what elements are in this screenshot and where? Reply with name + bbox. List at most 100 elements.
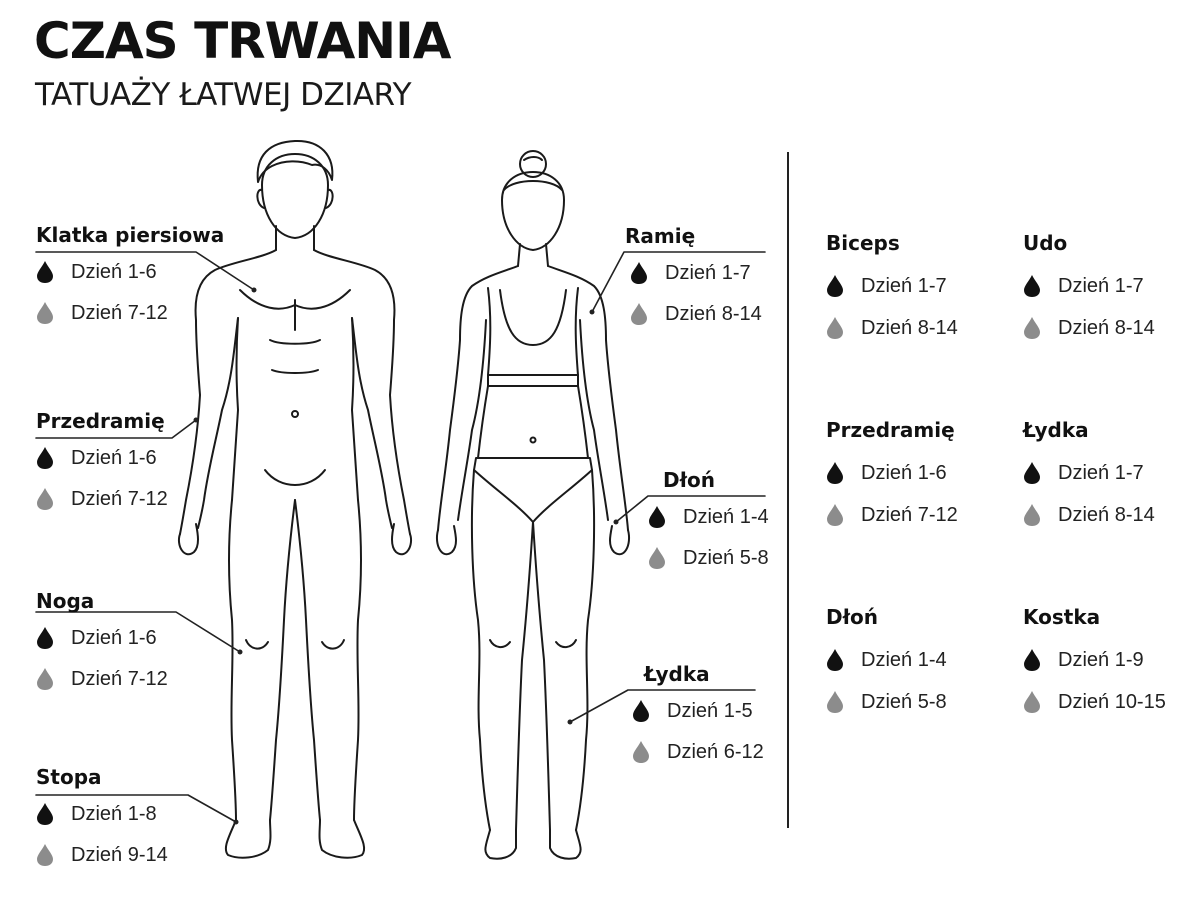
panel-item-dlon: Dłoń Dzień 1-4 Dzień 5-8 [826,605,947,715]
callout-label: Ramię [625,224,696,248]
duration-text: Dzień 1-5 [667,699,753,722]
duration-dark: Dzień 1-9 [1023,647,1166,673]
duration-text: Dzień 5-8 [861,690,947,713]
duration-light: Dzień 8-14 [826,315,958,341]
duration-text: Dzień 8-14 [1058,503,1155,526]
panel-item-przedramie: Przedramię Dzień 1-6 Dzień 7-12 [826,418,958,528]
panel-item-lydka: Łydka Dzień 1-7 Dzień 8-14 [1023,418,1155,528]
duration-text: Dzień 1-9 [1058,648,1144,671]
duration-text: Dzień 8-14 [1058,316,1155,339]
duration-text: Dzień 8-14 [665,302,762,325]
leader-lines [35,251,766,823]
duration-text: Dzień 7-12 [71,301,168,324]
duration-light: Dzień 7-12 [826,502,958,528]
duration-dark: Dzień 1-4 [826,647,947,673]
duration-text: Dzień 1-4 [861,648,947,671]
female-figure [436,150,630,860]
duration-dark: Dzień 1-6 [826,460,958,486]
duration-dark: Dzień 1-8 [36,801,168,827]
callout-label: Przedramię [36,409,165,433]
duration-text: Dzień 10-15 [1058,690,1166,713]
duration-light: Dzień 8-14 [1023,502,1155,528]
light-drop-icon [633,741,649,763]
light-drop-icon [1024,317,1040,339]
light-drop-icon [37,844,53,866]
callout-klatka-piersiowa: Klatka piersiowa Dzień 1-6 Dzień 7-12 [36,223,224,326]
panel-label: Kostka [1023,605,1101,629]
duration-text: Dzień 1-7 [1058,461,1144,484]
panel-label: Dłoń [826,605,879,629]
page-title: CZAS TRWANIA [34,12,451,70]
duration-text: Dzień 1-7 [665,261,751,284]
dark-drop-icon [649,506,665,528]
duration-text: Dzień 9-14 [71,843,168,866]
callout-label: Noga [36,589,95,613]
dark-drop-icon [1024,649,1040,671]
duration-dark: Dzień 1-7 [630,260,762,286]
light-drop-icon [827,317,843,339]
callout-label: Klatka piersiowa [36,223,225,247]
panel-item-biceps: Biceps Dzień 1-7 Dzień 8-14 [826,231,958,341]
light-drop-icon [37,302,53,324]
duration-text: Dzień 1-7 [1058,274,1144,297]
duration-text: Dzień 1-7 [861,274,947,297]
light-drop-icon [1024,691,1040,713]
duration-text: Dzień 1-8 [71,802,157,825]
duration-light: Dzień 5-8 [826,689,947,715]
dark-drop-icon [631,262,647,284]
panel-item-kostka: Kostka Dzień 1-9 Dzień 10-15 [1023,605,1166,715]
page-subtitle: TATUAŻY ŁATWEJ DZIARY [35,77,412,113]
duration-text: Dzień 1-6 [71,260,157,283]
duration-dark: Dzień 1-4 [648,504,769,530]
duration-light: Dzień 8-14 [630,301,762,327]
dark-drop-icon [633,700,649,722]
panel-item-udo: Udo Dzień 1-7 Dzień 8-14 [1023,231,1155,341]
duration-text: Dzień 7-12 [71,487,168,510]
dark-drop-icon [37,627,53,649]
duration-light: Dzień 8-14 [1023,315,1155,341]
duration-dark: Dzień 1-6 [36,259,224,285]
light-drop-icon [37,668,53,690]
duration-dark: Dzień 1-7 [1023,460,1155,486]
light-drop-icon [827,691,843,713]
callout-noga: Noga Dzień 1-6 Dzień 7-12 [36,589,168,692]
dark-drop-icon [1024,275,1040,297]
panel-label: Udo [1023,231,1068,255]
callout-label: Stopa [36,765,102,789]
dark-drop-icon [827,462,843,484]
callout-lydka: Łydka Dzień 1-5 Dzień 6-12 [632,662,764,765]
duration-light: Dzień 7-12 [36,300,224,326]
duration-text: Dzień 1-4 [683,505,769,528]
panel-label: Przedramię [826,418,955,442]
duration-light: Dzień 10-15 [1023,689,1166,715]
duration-text: Dzień 1-6 [71,626,157,649]
duration-text: Dzień 6-12 [667,740,764,763]
dark-drop-icon [827,275,843,297]
callout-dlon: Dłoń Dzień 1-4 Dzień 5-8 [648,468,769,571]
vertical-divider [787,152,789,828]
dark-drop-icon [37,261,53,283]
light-drop-icon [827,504,843,526]
light-drop-icon [631,303,647,325]
duration-dark: Dzień 1-6 [36,445,168,471]
duration-dark: Dzień 1-6 [36,625,168,651]
callout-label: Dłoń [663,468,716,492]
dark-drop-icon [1024,462,1040,484]
light-drop-icon [1024,504,1040,526]
duration-text: Dzień 1-6 [861,461,947,484]
panel-label: Łydka [1023,418,1089,442]
leader-dots [193,287,619,825]
panel-label: Biceps [826,231,900,255]
duration-light: Dzień 7-12 [36,486,168,512]
callout-ramie: Ramię Dzień 1-7 Dzień 8-14 [625,224,762,327]
callout-label: Łydka [644,662,710,686]
duration-dark: Dzień 1-7 [1023,273,1155,299]
dark-drop-icon [37,803,53,825]
duration-text: Dzień 7-12 [861,503,958,526]
light-drop-icon [37,488,53,510]
light-drop-icon [649,547,665,569]
duration-text: Dzień 1-6 [71,446,157,469]
duration-dark: Dzień 1-7 [826,273,958,299]
callout-przedramie: Przedramię Dzień 1-6 Dzień 7-12 [36,409,168,512]
